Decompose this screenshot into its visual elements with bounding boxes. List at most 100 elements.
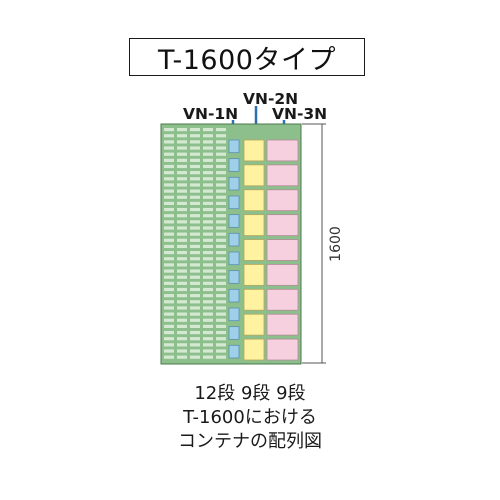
- panel-slot: [164, 281, 174, 285]
- panel-slot: [190, 294, 200, 298]
- panel-slot: [177, 287, 187, 292]
- panel-slot: [216, 189, 226, 193]
- panel-slot: [190, 220, 200, 224]
- panel-slot: [216, 287, 226, 292]
- panel-slot: [164, 318, 174, 322]
- container-vn-2n: [243, 189, 265, 212]
- container-vn-2n: [243, 264, 265, 286]
- panel-slot: [190, 269, 200, 273]
- panel-slot: [190, 183, 200, 187]
- panel-slot: [164, 232, 174, 236]
- panel-slot: [164, 140, 174, 144]
- panel-slot: [203, 238, 213, 242]
- label-vn-1n: VN-1N: [183, 105, 238, 123]
- panel-slot: [203, 244, 213, 249]
- panel-slot: [177, 312, 187, 316]
- panel-slot: [177, 158, 187, 162]
- panel-slot: [203, 214, 213, 218]
- column-vn-3n: [266, 139, 299, 361]
- panel-slot: [216, 140, 226, 144]
- panel-slot: [177, 300, 187, 304]
- panel-slot: [164, 343, 174, 347]
- panel-slot: [203, 287, 213, 292]
- panel-slot: [164, 355, 174, 359]
- panel-slot: [164, 220, 174, 224]
- container-vn-3n: [266, 139, 299, 162]
- panel-slot: [216, 177, 226, 181]
- panel-slot: [216, 134, 226, 138]
- panel-slot: [216, 164, 226, 169]
- container-vn-1n: [228, 232, 240, 247]
- panel-slot: [177, 128, 187, 132]
- panel-slot: [164, 226, 174, 230]
- panel-slot: [177, 134, 187, 138]
- container-vn-1n: [228, 270, 240, 284]
- container-vn-3n: [266, 264, 299, 286]
- container-vn-2n: [243, 164, 265, 187]
- panel-slot: [203, 324, 213, 328]
- dimension-label: 1600: [328, 226, 344, 262]
- panel-slot: [190, 263, 200, 267]
- panel-slot: [164, 263, 174, 267]
- panel-slot: [216, 183, 226, 187]
- panel-slot: [177, 238, 187, 242]
- panel-slot: [177, 269, 187, 273]
- panel-slot: [190, 177, 200, 181]
- panel-slot: [216, 195, 226, 199]
- panel-slot: [177, 146, 187, 150]
- panel-slot: [164, 238, 174, 242]
- panel-slot: [203, 134, 213, 138]
- panel-slot: [190, 324, 200, 328]
- panel-slot: [190, 232, 200, 236]
- panel-slot: [164, 189, 174, 193]
- container-vn-2n: [243, 338, 265, 361]
- panel-slot: [216, 330, 226, 335]
- panel-slot: [190, 281, 200, 285]
- panel-slot: [164, 152, 174, 156]
- panel-slot: [203, 158, 213, 162]
- panel-slot: [216, 306, 226, 310]
- panel-slot: [164, 207, 174, 212]
- panel-slot: [190, 244, 200, 249]
- panel-slot: [190, 251, 200, 255]
- panel-slot: [164, 177, 174, 181]
- panel-slot: [190, 343, 200, 347]
- panel-slot: [203, 128, 213, 132]
- panel-slot: [190, 257, 200, 261]
- panel-slot: [164, 257, 174, 261]
- panel-slot: [203, 183, 213, 187]
- container-vn-1n: [228, 344, 240, 359]
- panel-slot: [216, 281, 226, 285]
- panel-slot: [203, 226, 213, 230]
- panel-slot: [216, 275, 226, 279]
- panel-slot: [177, 152, 187, 156]
- label-vn-2n: VN-2N: [243, 90, 298, 108]
- panel-slot: [216, 355, 226, 359]
- panel-slot: [203, 189, 213, 193]
- panel-slot: [203, 177, 213, 181]
- container-vn-1n: [228, 288, 240, 303]
- panel-slot: [203, 171, 213, 175]
- panel-slot: [177, 337, 187, 341]
- panel-slot: [203, 207, 213, 212]
- container-vn-2n: [243, 313, 265, 336]
- panel-slot: [203, 300, 213, 304]
- panel-slot: [203, 251, 213, 255]
- panel-slot: [216, 300, 226, 304]
- panel-slot: [190, 164, 200, 169]
- panel-slot: [177, 171, 187, 175]
- panel-slot: [177, 195, 187, 199]
- panel-slot: [190, 287, 200, 292]
- container-vn-1n: [228, 307, 240, 322]
- panel-slot: [216, 251, 226, 255]
- panel-slot: [203, 349, 213, 353]
- panel-slot: [203, 164, 213, 169]
- panel-slot: [177, 343, 187, 347]
- panel-slot: [203, 232, 213, 236]
- panel-slot: [177, 177, 187, 181]
- container-vn-3n: [266, 288, 299, 311]
- panel-slot: [216, 269, 226, 273]
- panel-slot: [164, 171, 174, 175]
- panel-slot: [164, 269, 174, 273]
- panel-slot: [164, 214, 174, 218]
